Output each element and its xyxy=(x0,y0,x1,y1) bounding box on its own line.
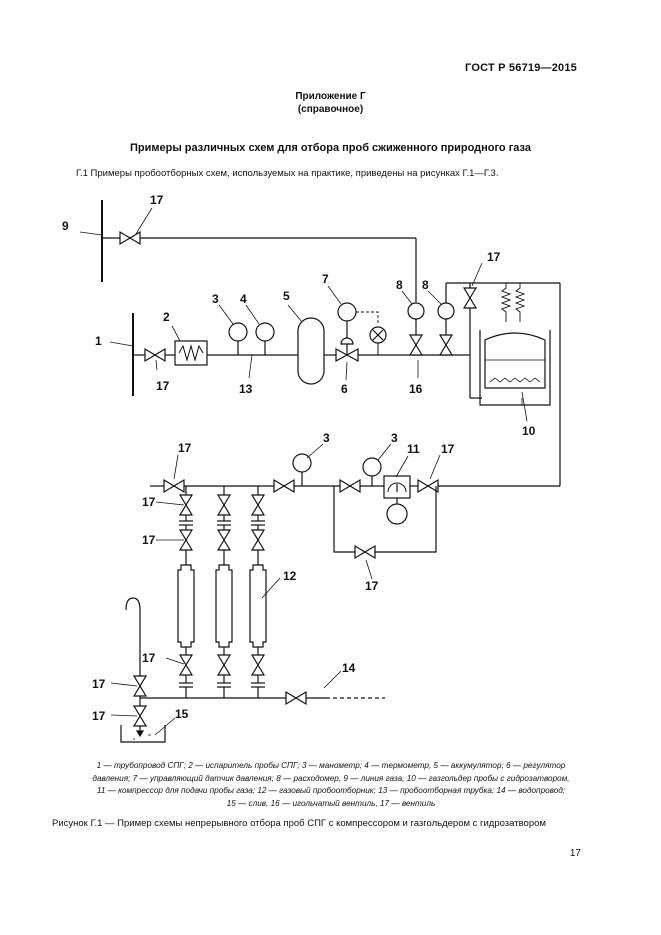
manometer-3-top xyxy=(228,322,248,355)
lng-pipeline-1 xyxy=(109,313,175,396)
sampler-column-1 xyxy=(177,494,195,698)
label-14: 14 xyxy=(342,661,356,675)
sampler-column-2 xyxy=(215,494,233,698)
label-4: 4 xyxy=(240,292,247,306)
thermometer-4 xyxy=(255,322,275,355)
label-17: 17 xyxy=(142,495,156,509)
label-9: 9 xyxy=(62,219,69,233)
gas-line-9 xyxy=(79,200,417,300)
appendix-title: Приложение Г xyxy=(295,91,366,102)
needle-valve-16 xyxy=(407,300,425,356)
label-17: 17 xyxy=(178,441,192,455)
label-16: 16 xyxy=(409,382,423,396)
label-17: 17 xyxy=(150,193,164,207)
drain-15 xyxy=(120,597,166,743)
legend-line: 15 — слив, 16 — игольчатый вентиль, 17 —… xyxy=(226,798,436,808)
label-12: 12 xyxy=(283,569,297,583)
label-17: 17 xyxy=(441,442,455,456)
label-11: 11 xyxy=(407,442,420,456)
label-17: 17 xyxy=(142,533,156,547)
section-title: Примеры различных схем для отбора проб с… xyxy=(130,142,531,154)
sampler-column-3 xyxy=(249,494,267,698)
label-6: 6 xyxy=(341,382,348,396)
figure-legend: 1 — трубопровод СПГ; 2 — испаритель проб… xyxy=(50,760,612,810)
accumulator-5 xyxy=(297,317,325,385)
label-3: 3 xyxy=(212,292,219,306)
legend-line: 1 — трубопровод СПГ; 2 — испаритель проб… xyxy=(96,761,566,770)
label-17: 17 xyxy=(365,579,379,593)
page-number: 17 xyxy=(569,848,581,859)
label-8: 8 xyxy=(422,278,429,292)
sampler-manifold xyxy=(185,486,259,495)
legend-line: 11 — компрессор для подачи пробы газа; 1… xyxy=(96,786,566,795)
label-3: 3 xyxy=(323,431,330,445)
bypass-line xyxy=(333,486,437,560)
label-3: 3 xyxy=(391,431,398,445)
compressor-line xyxy=(150,453,384,494)
appendix-subtitle: (справочное) xyxy=(297,104,364,115)
label-17: 17 xyxy=(92,677,106,691)
label-7: 7 xyxy=(322,272,329,286)
standard-code: ГОСТ Р 56719—2015 xyxy=(465,62,577,74)
callout-labels: 9 17 1 17 2 3 4 5 7 8 8 17 13 6 16 10 17… xyxy=(62,193,536,723)
label-17: 17 xyxy=(142,651,156,665)
vaporizer-2 xyxy=(174,340,208,366)
label-5: 5 xyxy=(283,289,290,303)
label-17: 17 xyxy=(156,379,170,393)
label-2: 2 xyxy=(163,310,170,324)
gasholder-10 xyxy=(445,282,561,486)
label-15: 15 xyxy=(175,707,189,721)
label-17: 17 xyxy=(487,250,501,264)
label-1: 1 xyxy=(95,334,102,348)
compressor-11 xyxy=(383,475,411,525)
label-17: 17 xyxy=(92,709,106,723)
figure-caption: Рисунок Г.1 — Пример схемы непрерывного … xyxy=(52,818,546,829)
sampling-scheme-diagram: 9 17 1 17 2 3 4 5 7 8 8 17 13 6 16 10 17… xyxy=(62,193,561,743)
label-13: 13 xyxy=(239,382,253,396)
water-line-14 xyxy=(140,690,385,706)
label-10: 10 xyxy=(522,424,536,438)
intro-paragraph: Г.1 Примеры пробоотборных схем, использу… xyxy=(76,168,499,179)
label-8: 8 xyxy=(396,278,403,292)
leader-lines xyxy=(110,207,528,736)
flowmeter-8 xyxy=(437,302,455,356)
pressure-regulator-6 xyxy=(335,302,387,363)
legend-line: давления; 7 — управляющий датчик давлени… xyxy=(92,773,570,783)
